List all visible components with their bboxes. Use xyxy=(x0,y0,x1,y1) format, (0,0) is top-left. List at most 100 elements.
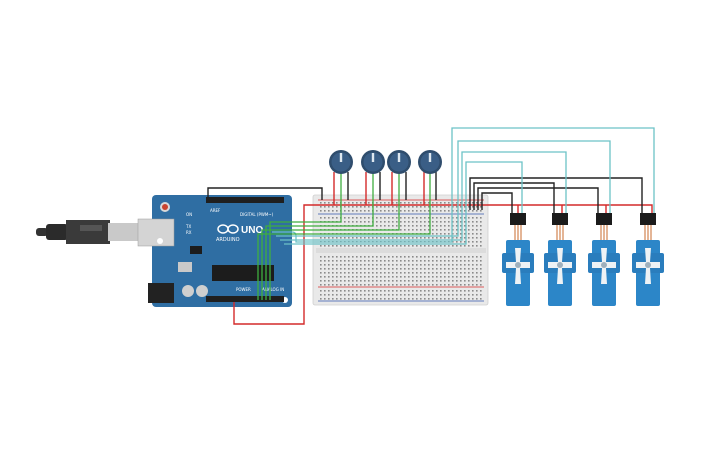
breadboard-hole[interactable] xyxy=(448,264,450,266)
breadboard-hole[interactable] xyxy=(336,280,338,282)
breadboard-hole[interactable] xyxy=(344,272,346,274)
breadboard-hole[interactable] xyxy=(344,298,346,300)
breadboard-hole[interactable] xyxy=(384,284,386,286)
breadboard-hole[interactable] xyxy=(452,202,454,204)
breadboard-hole[interactable] xyxy=(444,210,446,212)
breadboard-hole[interactable] xyxy=(324,217,326,219)
breadboard-hole[interactable] xyxy=(392,225,394,227)
breadboard-hole[interactable] xyxy=(396,245,398,247)
breadboard-hole[interactable] xyxy=(372,260,374,262)
usb-cable[interactable] xyxy=(36,220,138,244)
breadboard-hole[interactable] xyxy=(340,256,342,258)
breadboard-hole[interactable] xyxy=(480,210,482,212)
breadboard-hole[interactable] xyxy=(384,264,386,266)
breadboard-hole[interactable] xyxy=(392,276,394,278)
breadboard-hole[interactable] xyxy=(400,290,402,292)
breadboard-hole[interactable] xyxy=(440,210,442,212)
breadboard-hole[interactable] xyxy=(392,294,394,296)
breadboard-hole[interactable] xyxy=(320,272,322,274)
breadboard-hole[interactable] xyxy=(336,276,338,278)
breadboard-hole[interactable] xyxy=(380,210,382,212)
breadboard-hole[interactable] xyxy=(432,276,434,278)
wire-servo-gnd[interactable] xyxy=(469,177,643,216)
breadboard-hole[interactable] xyxy=(444,290,446,292)
breadboard-hole[interactable] xyxy=(392,290,394,292)
breadboard-hole[interactable] xyxy=(480,206,482,208)
breadboard-hole[interactable] xyxy=(468,272,470,274)
breadboard-hole[interactable] xyxy=(400,229,402,231)
breadboard-hole[interactable] xyxy=(468,294,470,296)
breadboard-hole[interactable] xyxy=(432,298,434,300)
breadboard-hole[interactable] xyxy=(424,221,426,223)
breadboard-hole[interactable] xyxy=(352,276,354,278)
breadboard-hole[interactable] xyxy=(472,210,474,212)
breadboard-hole[interactable] xyxy=(356,280,358,282)
breadboard-hole[interactable] xyxy=(452,241,454,243)
breadboard-hole[interactable] xyxy=(460,202,462,204)
breadboard-hole[interactable] xyxy=(412,256,414,258)
breadboard-hole[interactable] xyxy=(400,260,402,262)
breadboard-hole[interactable] xyxy=(340,245,342,247)
breadboard-hole[interactable] xyxy=(344,264,346,266)
breadboard-hole[interactable] xyxy=(332,272,334,274)
breadboard-hole[interactable] xyxy=(480,284,482,286)
breadboard-hole[interactable] xyxy=(456,245,458,247)
breadboard-hole[interactable] xyxy=(464,290,466,292)
breadboard-hole[interactable] xyxy=(396,256,398,258)
breadboard-hole[interactable] xyxy=(448,237,450,239)
breadboard-hole[interactable] xyxy=(420,272,422,274)
breadboard-hole[interactable] xyxy=(344,206,346,208)
breadboard-hole[interactable] xyxy=(424,272,426,274)
breadboard-hole[interactable] xyxy=(364,264,366,266)
breadboard-hole[interactable] xyxy=(448,225,450,227)
breadboard-hole[interactable] xyxy=(344,202,346,204)
breadboard-hole[interactable] xyxy=(368,256,370,258)
breadboard-hole[interactable] xyxy=(476,225,478,227)
breadboard-hole[interactable] xyxy=(320,276,322,278)
breadboard-hole[interactable] xyxy=(336,264,338,266)
breadboard-hole[interactable] xyxy=(424,290,426,292)
breadboard-hole[interactable] xyxy=(472,260,474,262)
breadboard-hole[interactable] xyxy=(436,237,438,239)
breadboard-hole[interactable] xyxy=(332,202,334,204)
breadboard-hole[interactable] xyxy=(468,210,470,212)
breadboard-hole[interactable] xyxy=(380,298,382,300)
breadboard-hole[interactable] xyxy=(464,268,466,270)
breadboard-hole[interactable] xyxy=(324,280,326,282)
breadboard-hole[interactable] xyxy=(352,202,354,204)
breadboard-hole[interactable] xyxy=(416,260,418,262)
breadboard-hole[interactable] xyxy=(436,276,438,278)
breadboard-hole[interactable] xyxy=(440,217,442,219)
breadboard-hole[interactable] xyxy=(388,268,390,270)
breadboard-hole[interactable] xyxy=(452,276,454,278)
breadboard-hole[interactable] xyxy=(384,217,386,219)
breadboard-hole[interactable] xyxy=(352,210,354,212)
breadboard-hole[interactable] xyxy=(448,229,450,231)
breadboard-hole[interactable] xyxy=(324,210,326,212)
breadboard-hole[interactable] xyxy=(324,298,326,300)
breadboard-hole[interactable] xyxy=(364,280,366,282)
breadboard-hole[interactable] xyxy=(360,280,362,282)
breadboard-hole[interactable] xyxy=(392,245,394,247)
breadboard-hole[interactable] xyxy=(376,272,378,274)
breadboard-hole[interactable] xyxy=(408,268,410,270)
breadboard-hole[interactable] xyxy=(348,290,350,292)
breadboard-hole[interactable] xyxy=(332,217,334,219)
breadboard-hole[interactable] xyxy=(448,221,450,223)
breadboard-hole[interactable] xyxy=(328,260,330,262)
breadboard-hole[interactable] xyxy=(320,290,322,292)
breadboard-hole[interactable] xyxy=(436,229,438,231)
breadboard-hole[interactable] xyxy=(328,210,330,212)
breadboard-hole[interactable] xyxy=(348,221,350,223)
breadboard-hole[interactable] xyxy=(400,280,402,282)
breadboard-hole[interactable] xyxy=(436,217,438,219)
breadboard-hole[interactable] xyxy=(348,202,350,204)
breadboard-hole[interactable] xyxy=(456,268,458,270)
breadboard-hole[interactable] xyxy=(364,290,366,292)
wire-signal-to-bb[interactable] xyxy=(276,215,459,237)
breadboard-hole[interactable] xyxy=(460,221,462,223)
breadboard-hole[interactable] xyxy=(368,260,370,262)
breadboard-hole[interactable] xyxy=(468,202,470,204)
breadboard-hole[interactable] xyxy=(448,202,450,204)
breadboard-hole[interactable] xyxy=(440,229,442,231)
